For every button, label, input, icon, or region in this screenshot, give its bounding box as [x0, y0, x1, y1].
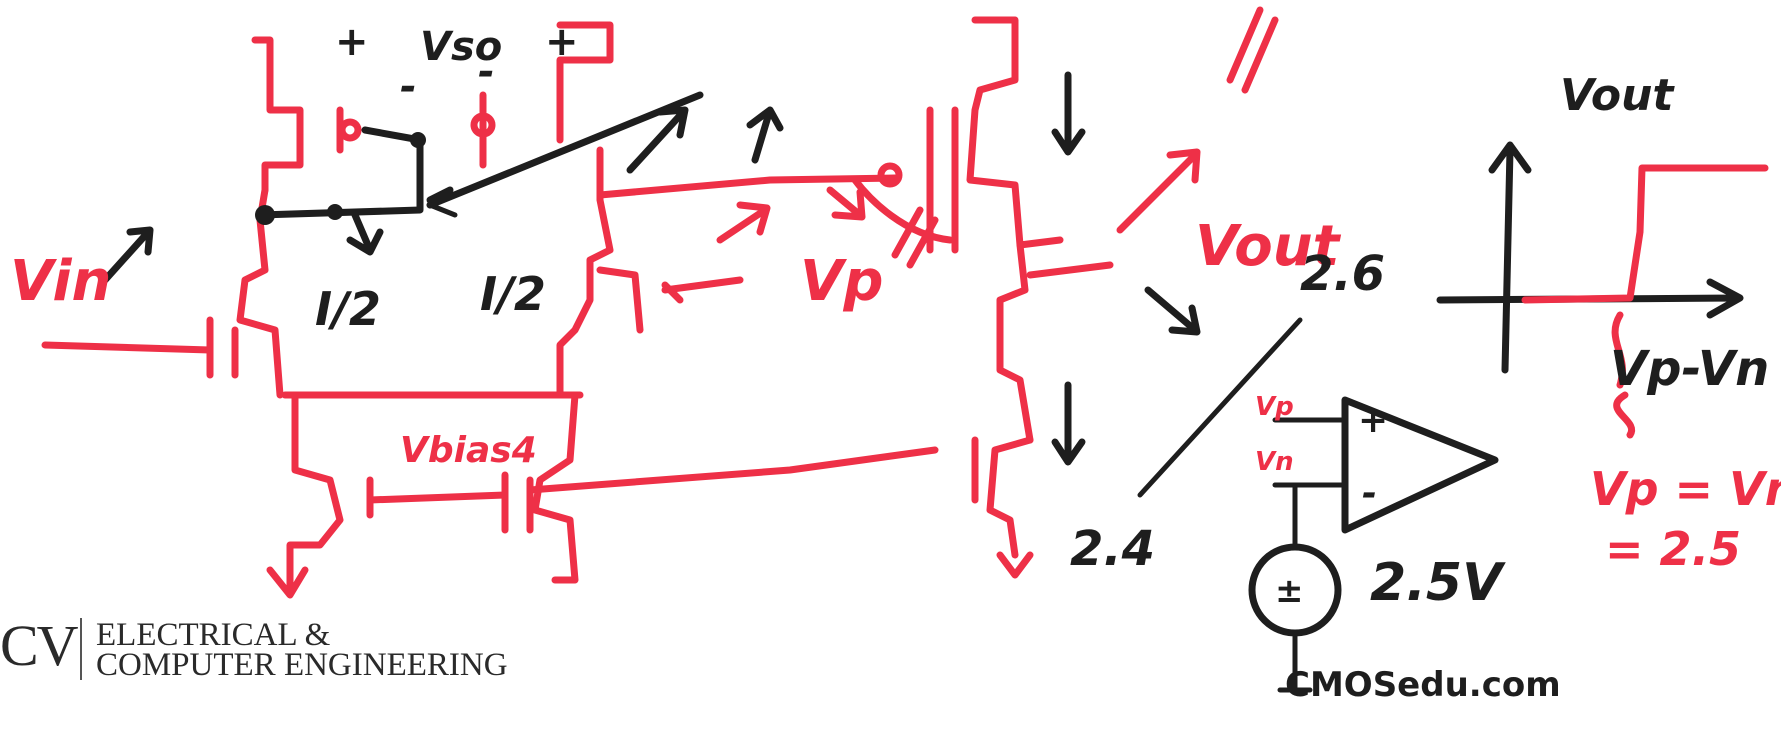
output-stage	[336, 6, 1279, 579]
arrow-icon	[101, 226, 154, 284]
y-axis-arrow-icon	[1488, 141, 1532, 374]
vp-label: Vp	[800, 249, 883, 314]
opamp-vp-label: Vp	[1255, 392, 1294, 422]
ece-logo-mark: CV	[0, 613, 79, 678]
source-polarity-icon: ±	[1275, 571, 1304, 611]
eq-line1: Vp = Vn	[1590, 462, 1781, 516]
transfer-curve	[1521, 164, 1769, 304]
arrow-icon	[1051, 381, 1086, 466]
source-label: 2.5V	[1370, 553, 1506, 613]
plot-ylabel: Vout	[1560, 70, 1675, 121]
arrow-icon	[746, 106, 784, 164]
minus-right-label: -	[478, 49, 495, 95]
plus-left-label: +	[335, 19, 369, 65]
junction-dot	[255, 205, 275, 225]
junction-dot	[327, 204, 343, 220]
ece-logo-text: ELECTRICAL & COMPUTER ENGINEERING	[96, 617, 508, 683]
vsd-label: Vso	[420, 24, 502, 70]
plot-xlabel: Vp-Vn	[1610, 341, 1769, 397]
opamp-symbol	[1341, 396, 1499, 534]
cmosedu-watermark: CMOSedu.com	[1285, 665, 1561, 705]
logo-line2: COMPUTER ENGINEERING	[96, 647, 508, 683]
arrow-icon	[716, 201, 771, 244]
annotations	[101, 71, 1769, 693]
arrow-icon	[1051, 71, 1086, 156]
plus-right-label: +	[545, 19, 579, 65]
v24-label: 2.4	[1070, 521, 1155, 577]
junction-dot	[410, 132, 426, 148]
opamp-plus-label: +	[1358, 400, 1388, 441]
vout-label: Vout	[1195, 214, 1342, 279]
minus-left-label: -	[400, 64, 417, 110]
arrow-icon	[626, 106, 689, 174]
arrow-icon	[346, 211, 384, 256]
i-left-label: I/2	[315, 282, 381, 336]
i-right-label: I/2	[480, 267, 546, 321]
vbias-label: Vbias4	[400, 430, 537, 471]
arrow-icon	[1116, 148, 1201, 234]
arrow-icon	[1144, 286, 1201, 336]
v26-label: 2.6	[1300, 246, 1385, 302]
logo-line1: ELECTRICAL &	[96, 617, 331, 653]
logo-divider	[80, 618, 82, 680]
arrow-icon	[826, 186, 866, 221]
eq-line2: = 2.5	[1605, 522, 1741, 576]
vin-label: Vin	[10, 249, 111, 314]
opamp-vn-label: Vn	[1255, 447, 1294, 477]
opamp-minus-label: -	[1362, 473, 1377, 514]
labels: Vin Vso + + - - I/2 I/2 Vbias4 Vp Vout 2…	[10, 19, 1781, 613]
